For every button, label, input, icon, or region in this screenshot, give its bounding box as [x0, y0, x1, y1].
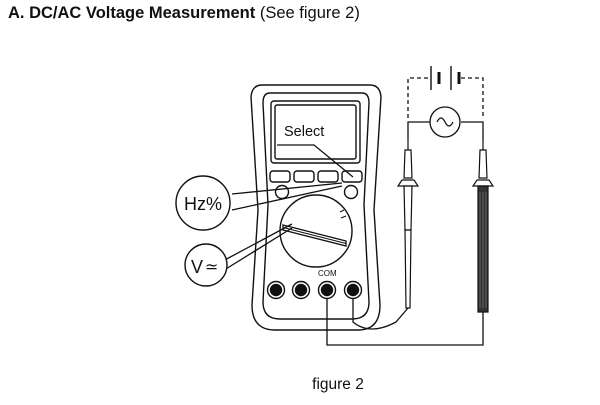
input-jack-com: [317, 280, 337, 300]
meter-rotary-dial: [279, 194, 353, 268]
ac-wire: [407, 121, 484, 140]
measurement-circuit: [407, 77, 484, 140]
ac-dc-symbol: ≃: [205, 257, 218, 276]
meter-dial-pointer-inner: [282, 227, 347, 244]
dc-dashed-loop: [407, 77, 484, 118]
input-jack-1: [266, 280, 286, 300]
meter-inner-case: [262, 92, 370, 320]
meter-button-2: [293, 170, 315, 183]
meter-button-select: [341, 170, 363, 183]
select-pointer-line: [277, 144, 354, 178]
hz-callout-circle: [175, 175, 231, 231]
meter-button-small-right: [343, 184, 359, 200]
v-lead-wire: [352, 299, 409, 330]
meter-button-small-left: [274, 184, 290, 200]
meter-display: [270, 100, 361, 164]
meter-dial-grip: [339, 209, 347, 219]
hz-percent-callout: Hz%: [175, 175, 231, 231]
meter-outer-case: [250, 84, 382, 331]
meter-button-1: [269, 170, 291, 183]
ac-source-icon: [429, 106, 461, 138]
v-callout-circle: [184, 243, 228, 287]
com-lead-wire: [326, 299, 484, 346]
hz-percent-label: Hz%: [184, 194, 222, 214]
select-label: Select: [284, 124, 324, 140]
section-note: (See figure 2): [259, 4, 360, 22]
section-heading: A. DC/AC Voltage Measurement (See figure…: [8, 4, 360, 23]
input-jack-v: [343, 280, 363, 300]
section-title: A. DC/AC Voltage Measurement: [8, 4, 256, 22]
v-callout-wedge: [220, 223, 293, 273]
meter-display-inner: [274, 104, 357, 160]
test-leads: [326, 299, 484, 346]
test-probe-red: [396, 140, 420, 309]
voltage-label: V: [191, 257, 203, 277]
callout-lines: [220, 144, 354, 273]
figure-caption: figure 2: [312, 376, 364, 393]
dc-battery-icon: [430, 66, 461, 90]
com-label: COM: [318, 269, 337, 278]
hz-callout-wedge: [231, 182, 343, 211]
test-probe-black: [471, 140, 495, 313]
multimeter: [250, 84, 382, 331]
meter-button-3: [317, 170, 339, 183]
input-jack-2: [291, 280, 311, 300]
voltage-callout: V ≃: [184, 243, 228, 287]
